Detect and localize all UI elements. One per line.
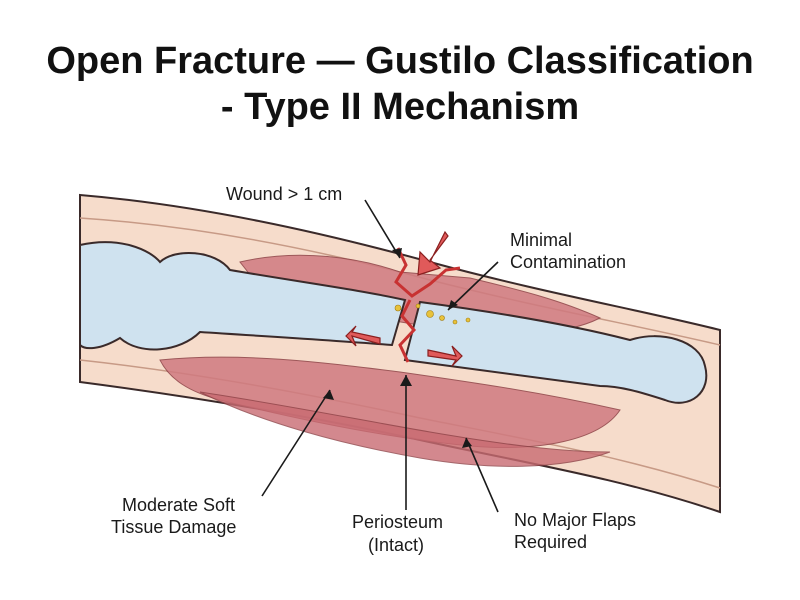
leader-lines: [261, 199, 499, 513]
label-flaps-line-1: No Major Flaps: [514, 510, 636, 530]
label-contamination-line-2: Contamination: [510, 252, 626, 272]
leader-wound: [364, 199, 401, 259]
force-arrow-top: [417, 230, 449, 276]
bone-proximal: [79, 241, 407, 351]
force-arrow-right: [427, 345, 463, 367]
leader-soft-tissue: [261, 389, 331, 497]
fracture-line: [398, 299, 417, 363]
title-line-2: - Type II Mechanism: [220, 86, 580, 128]
force-arrow-left: [345, 325, 381, 347]
contamination-particles: [394, 303, 471, 325]
bone-distal: [403, 300, 708, 404]
label-flaps-line-2: Required: [514, 532, 587, 552]
diagram-title: Open Fracture — Gustilo Classification -…: [0, 38, 800, 130]
label-periosteum-line-1: Periosteum: [352, 512, 443, 532]
label-soft-tissue-line-1: Moderate Soft: [122, 495, 235, 515]
label-soft-tissue-line-2: Tissue Damage: [111, 517, 236, 537]
muscle-lower-2: [199, 391, 611, 467]
wound-gap: [394, 247, 461, 298]
label-wound: Wound > 1 cm: [226, 184, 342, 204]
label-contamination-line-1: Minimal: [510, 230, 572, 250]
leader-flaps: [465, 437, 499, 513]
leader-arrowheads: [323, 248, 472, 448]
title-line-1: Open Fracture — Gustilo Classification: [46, 40, 754, 82]
label-periosteum-line-2: (Intact): [368, 535, 424, 555]
leader-contamination: [447, 261, 499, 311]
